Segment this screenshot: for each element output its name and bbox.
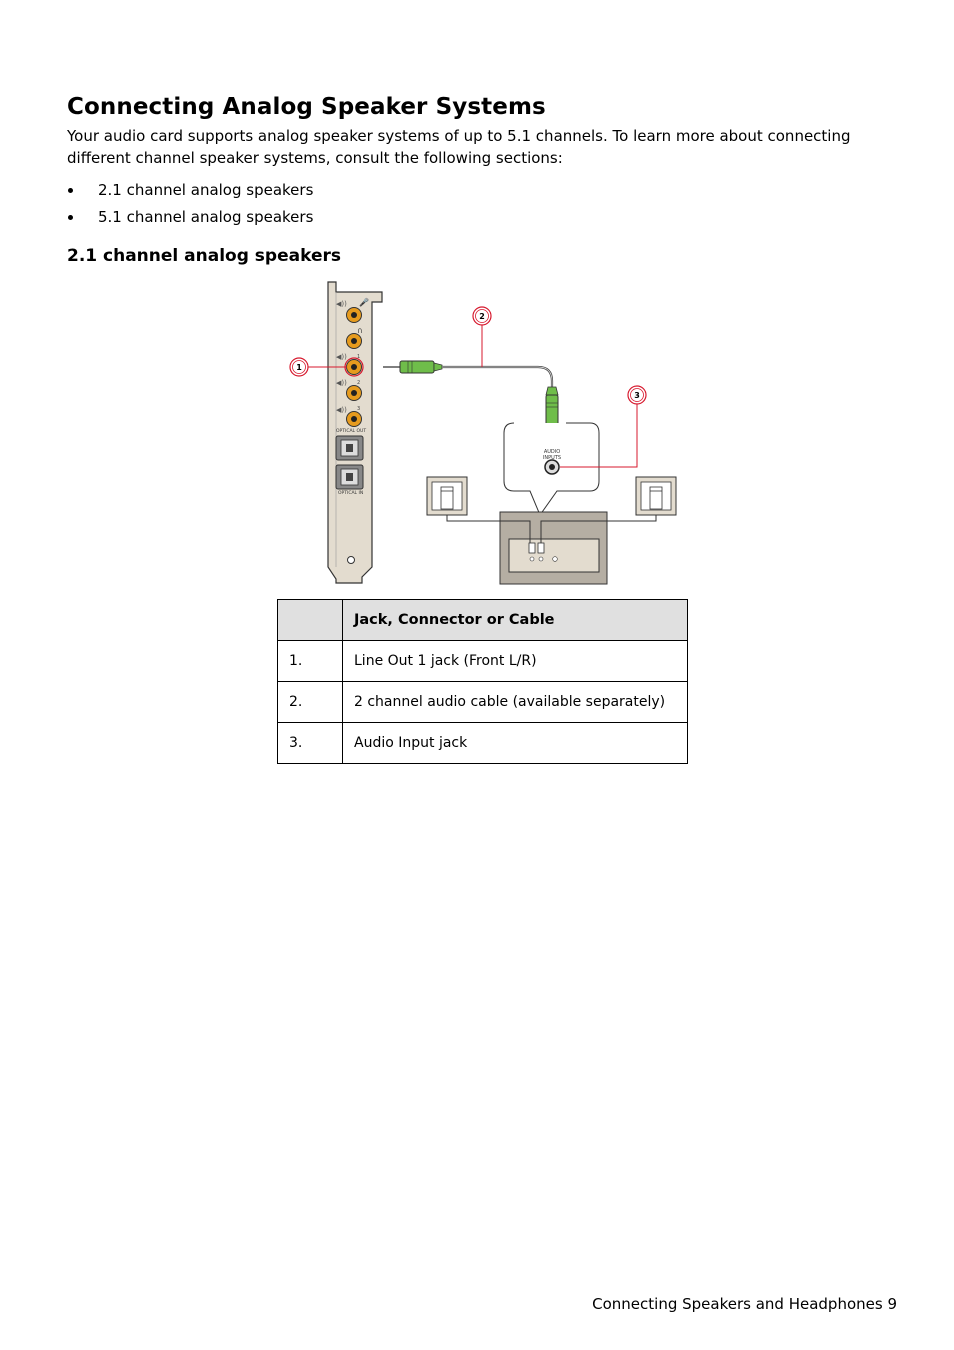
- list-item[interactable]: 2.1 channel analog speakers: [67, 179, 313, 206]
- section-heading: 2.1 channel analog speakers: [67, 246, 341, 266]
- table-row: 2. 2 channel audio cable (available sepa…: [277, 681, 688, 723]
- subwoofer: [499, 511, 608, 585]
- audio-inputs-label: AUDIO: [544, 449, 560, 455]
- column-header: [277, 599, 343, 641]
- right-satellite-speaker: [635, 476, 677, 516]
- callout-number: 2: [479, 312, 485, 321]
- optical-out-label: OPTICAL OUT: [336, 428, 366, 434]
- intro-paragraph: Your audio card supports analog speaker …: [67, 127, 851, 167]
- list-item-label: 5.1 channel analog speakers: [98, 208, 314, 226]
- table-row: 3. Audio Input jack: [277, 722, 688, 764]
- jack-sublabel: 3: [357, 406, 360, 412]
- svg-text:◀)): ◀)): [336, 300, 347, 308]
- audio-inputs-label: INPUTS: [543, 455, 561, 461]
- bullet-icon: [68, 215, 73, 220]
- jack-icons: ◀)) ◀)) ◀)) ◀)): [336, 300, 347, 414]
- callout-number: 1: [296, 363, 302, 372]
- speaker-wires: [446, 515, 657, 543]
- connection-diagram: ◀)) ◀)) ◀)) ◀)) 🎤 ∩ 1 2 3 OPTICAL OUT OP…: [289, 281, 677, 585]
- svg-text:◀)): ◀)): [336, 406, 347, 414]
- callout-3: 3: [560, 385, 647, 468]
- list-item-label: 2.1 channel analog speakers: [98, 181, 314, 199]
- audio-inputs-zoom: AUDIO INPUTS: [503, 422, 600, 517]
- row-description: 2 channel audio cable (available separat…: [342, 681, 688, 723]
- row-number: 3.: [277, 722, 343, 764]
- optical-in-label: OPTICAL IN: [338, 490, 363, 496]
- callout-number: 3: [634, 391, 640, 400]
- table-row: 1. Line Out 1 jack (Front L/R): [277, 640, 688, 682]
- callout-2: 2: [472, 306, 492, 367]
- left-satellite-speaker: [426, 476, 468, 516]
- row-description: Audio Input jack: [342, 722, 688, 764]
- page-footer: Connecting Speakers and Headphones 9: [592, 1295, 897, 1313]
- bullet-icon: [68, 188, 73, 193]
- audio-cable: [383, 360, 559, 443]
- page-title: Connecting Analog Speaker Systems: [67, 94, 546, 120]
- optical-out-port: [335, 435, 364, 461]
- row-number: 1.: [277, 640, 343, 682]
- mic-icon: 🎤: [359, 297, 369, 307]
- jack-sublabel: 1: [357, 354, 360, 360]
- audio-jacks: [346, 307, 362, 427]
- headphone-icon: ∩: [357, 326, 363, 335]
- list-item[interactable]: 5.1 channel analog speakers: [67, 206, 313, 233]
- svg-text:◀)): ◀)): [336, 353, 347, 361]
- row-number: 2.: [277, 681, 343, 723]
- sound-card-bracket: [327, 281, 383, 584]
- parts-table: Jack, Connector or Cable 1. Line Out 1 j…: [277, 599, 688, 764]
- table-header-row: Jack, Connector or Cable: [277, 599, 688, 641]
- optical-in-port: [335, 464, 364, 490]
- jack-sublabel: 2: [357, 380, 360, 386]
- row-description: Line Out 1 jack (Front L/R): [342, 640, 688, 682]
- column-header: Jack, Connector or Cable: [342, 599, 688, 641]
- callout-1: 1: [289, 357, 364, 377]
- svg-text:◀)): ◀)): [336, 379, 347, 387]
- section-link-list: 2.1 channel analog speakers 5.1 channel …: [67, 179, 313, 233]
